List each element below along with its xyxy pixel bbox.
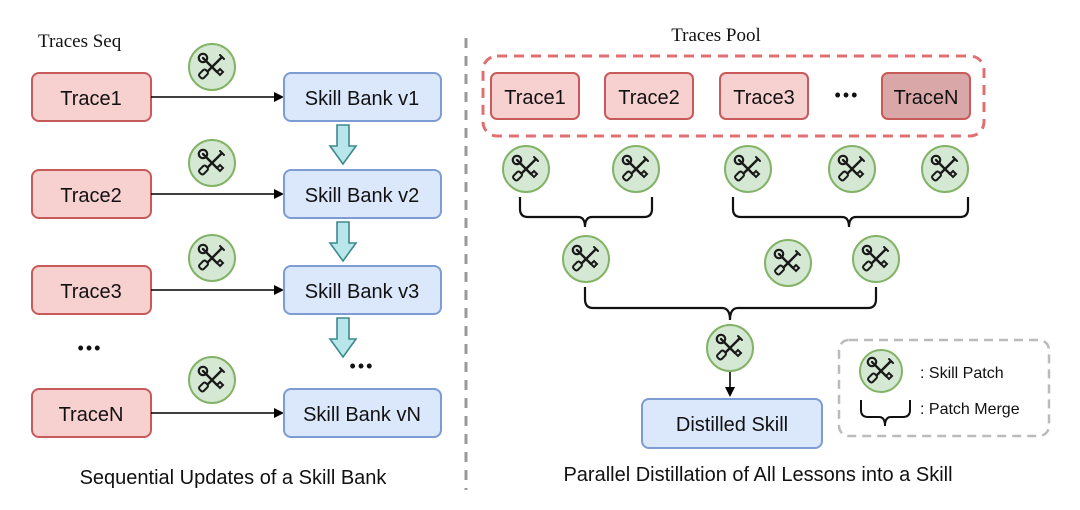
down-arrow-1 bbox=[328, 124, 358, 166]
wrench-screwdriver-icon bbox=[612, 145, 660, 193]
skill-bank-label-n: Skill Bank vN bbox=[303, 404, 421, 426]
legend-patch-label: : Skill Patch bbox=[920, 365, 1004, 382]
trace-label-n: TraceN bbox=[59, 404, 124, 426]
trace-label-3: Trace3 bbox=[60, 281, 122, 303]
pool-trace-box-3 bbox=[719, 72, 809, 120]
skill-bank-label-3: Skill Bank v3 bbox=[305, 281, 420, 303]
right-panel-caption: Parallel Distillation of All Lessons int… bbox=[563, 464, 952, 486]
pool-trace-label-n: TraceN bbox=[894, 87, 959, 109]
wrench-screwdriver-icon bbox=[502, 145, 550, 193]
pool-ellipsis: ••• bbox=[835, 85, 860, 105]
wrench-screwdriver-icon bbox=[852, 235, 900, 283]
trace-ellipsis: ••• bbox=[78, 338, 103, 358]
legend-merge-brace bbox=[860, 400, 911, 427]
right-panel-title: Traces Pool bbox=[671, 25, 761, 46]
pool-trace-label-3: Trace3 bbox=[733, 87, 795, 109]
wrench-screwdriver-icon bbox=[706, 324, 754, 372]
pool-trace-label-2: Trace2 bbox=[618, 87, 680, 109]
legend-box bbox=[837, 338, 1051, 438]
wrench-screwdriver-icon bbox=[188, 43, 236, 91]
skill-bank-label-1: Skill Bank v1 bbox=[305, 88, 420, 110]
merge-brace-final bbox=[583, 287, 878, 321]
skill-bank-box-n bbox=[283, 388, 442, 438]
skill-bank-box-1 bbox=[283, 72, 442, 122]
trace-label-1: Trace1 bbox=[60, 88, 122, 110]
wrench-screwdriver-icon bbox=[764, 239, 812, 287]
wrench-screwdriver-icon bbox=[562, 235, 610, 283]
wrench-screwdriver-icon bbox=[828, 145, 876, 193]
wrench-screwdriver-icon bbox=[859, 349, 903, 393]
wrench-screwdriver-icon bbox=[724, 145, 772, 193]
distilled-skill-label: Distilled Skill bbox=[676, 414, 788, 436]
left-panel-caption: Sequential Updates of a Skill Bank bbox=[80, 467, 388, 489]
pool-trace-label-1: Trace1 bbox=[504, 87, 566, 109]
wrench-screwdriver-icon bbox=[188, 139, 236, 187]
wrench-screwdriver-icon bbox=[188, 234, 236, 282]
down-arrow-3 bbox=[328, 317, 358, 359]
pool-trace-box-1 bbox=[490, 72, 580, 120]
skill-bank-box-2 bbox=[283, 169, 442, 219]
traces-pool-border bbox=[481, 54, 986, 138]
pool-trace-box-2 bbox=[604, 72, 694, 120]
wrench-screwdriver-icon bbox=[921, 145, 969, 193]
bank-ellipsis: ••• bbox=[350, 356, 375, 376]
left-panel-title: Traces Seq bbox=[38, 31, 122, 52]
down-arrow-2 bbox=[328, 221, 358, 263]
distilled-skill-box bbox=[641, 398, 823, 449]
merge-brace-2 bbox=[731, 197, 970, 228]
skill-bank-label-2: Skill Bank v2 bbox=[305, 185, 420, 207]
pool-trace-box-n bbox=[881, 72, 971, 120]
skill-bank-box-3 bbox=[283, 265, 442, 315]
merge-brace-1 bbox=[518, 197, 654, 228]
trace-label-2: Trace2 bbox=[60, 185, 122, 207]
legend-merge-label: : Patch Merge bbox=[920, 401, 1020, 418]
wrench-screwdriver-icon bbox=[188, 356, 236, 404]
